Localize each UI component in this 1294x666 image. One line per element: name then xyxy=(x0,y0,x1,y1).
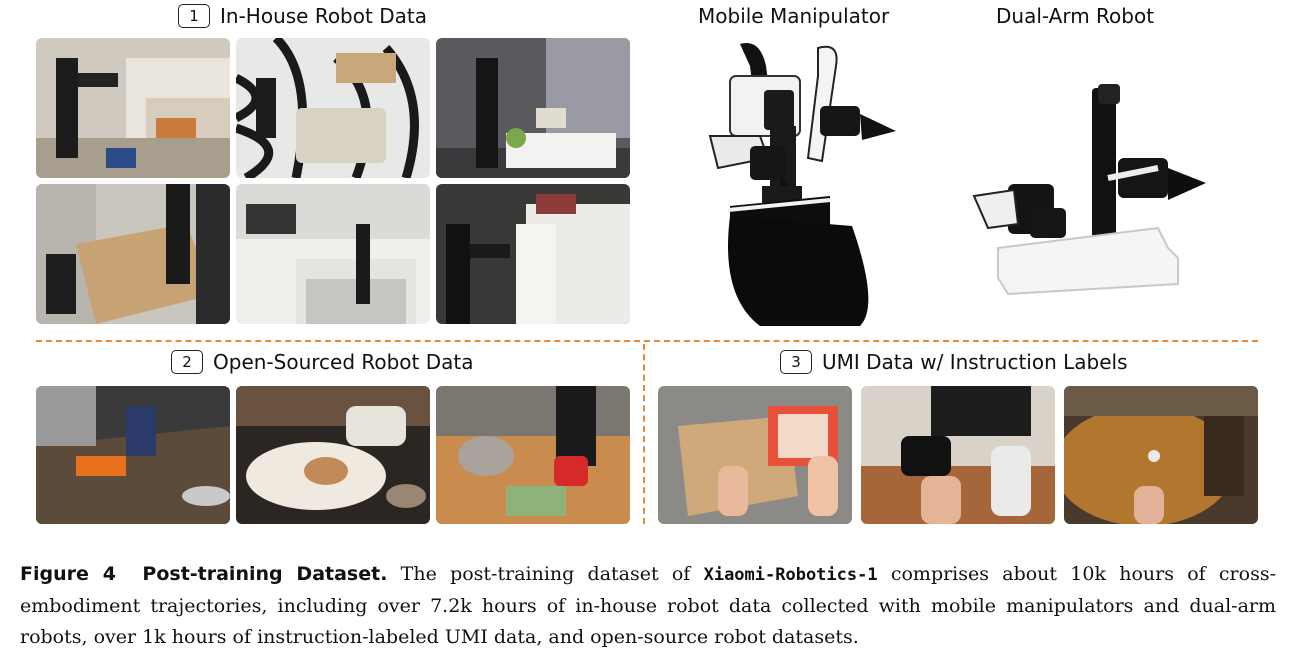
figure-label: Figure 4 xyxy=(20,563,116,585)
section-title-text: Open-Sourced Robot Data xyxy=(213,350,474,374)
inhouse-photo-laundry-basket xyxy=(236,38,430,178)
mobile-manipulator-image xyxy=(700,36,910,332)
section-divider-vertical xyxy=(643,344,645,524)
section-number-badge: 1 xyxy=(178,4,210,28)
section-title-text: In-House Robot Data xyxy=(220,4,427,28)
inhouse-photo-table-fruit xyxy=(436,38,630,178)
section-divider-horizontal xyxy=(36,340,1258,342)
section-title-inhouse: 1 In-House Robot Data xyxy=(178,4,427,28)
umi-photo-box-sorting xyxy=(658,386,852,524)
caption-model-name: Xiaomi-Robotics-1 xyxy=(703,565,878,585)
caption-text-before-model: The post-training dataset of xyxy=(400,563,691,585)
caption-title: Post-training Dataset. xyxy=(142,563,388,585)
inhouse-photo-living-room xyxy=(36,38,230,178)
opensource-photo-plate xyxy=(236,386,430,524)
dual-arm-robot-image xyxy=(968,78,1212,300)
caption-text-after-model: comprises about 10k hours of cross-embod… xyxy=(20,563,1276,648)
figure-caption: Figure 4 Post-training Dataset. The post… xyxy=(20,559,1276,653)
umi-photo-restaurant-table xyxy=(1064,386,1258,524)
section-title-text: UMI Data w/ Instruction Labels xyxy=(822,350,1128,374)
section-title-opensource: 2 Open-Sourced Robot Data xyxy=(171,350,474,374)
opensource-photo-wooden-table xyxy=(436,386,630,524)
inhouse-photo-cabinet xyxy=(436,184,630,324)
section-number-badge: 3 xyxy=(780,350,812,374)
dual-arm-robot-title: Dual-Arm Robot xyxy=(996,4,1155,28)
umi-photo-desk-gripper xyxy=(861,386,1055,524)
section-number-badge: 2 xyxy=(171,350,203,374)
section-title-umi: 3 UMI Data w/ Instruction Labels xyxy=(780,350,1128,374)
opensource-photo-table-bowl xyxy=(36,386,230,524)
mobile-manipulator-title: Mobile Manipulator xyxy=(698,4,890,28)
inhouse-photo-kitchen-drawer xyxy=(236,184,430,324)
inhouse-photo-cardboard-box xyxy=(36,184,230,324)
